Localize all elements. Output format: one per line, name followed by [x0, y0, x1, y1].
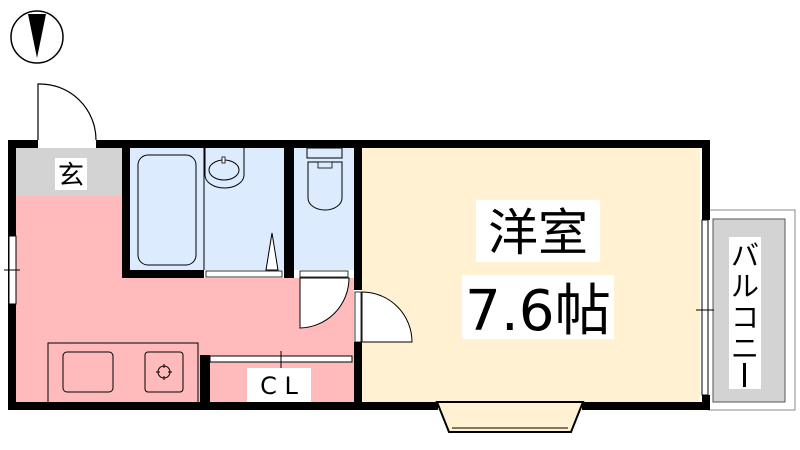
balcony-label-char: ニ	[731, 332, 759, 365]
room-size: 7.6帖	[465, 279, 611, 344]
toilet-icon	[306, 147, 343, 211]
balcony-label-char: ー	[731, 363, 759, 396]
balcony-label-char: バ	[731, 239, 759, 272]
toilet-door-frame	[299, 270, 349, 278]
north-compass-icon	[10, 10, 64, 64]
closet-door	[209, 351, 353, 368]
room-name: 洋室	[488, 204, 588, 262]
balcony-label-bar	[743, 363, 746, 387]
balcony-label-char: ル	[731, 270, 759, 303]
stove-icon	[144, 351, 184, 393]
door-stopper-icon	[265, 232, 279, 271]
entrance-door	[37, 83, 97, 141]
entrance-label: 玄	[58, 161, 84, 191]
kitchen-counter	[47, 342, 199, 402]
room-door	[361, 291, 413, 343]
balcony-label-char: コ	[731, 301, 759, 334]
toilet-door	[299, 277, 350, 329]
sink-icon	[62, 351, 114, 393]
bathtub-icon	[137, 154, 197, 266]
bay-window	[435, 401, 585, 433]
left-window	[4, 235, 20, 305]
washbasin-icon	[204, 148, 245, 189]
balcony-label: バ ル コ ニ ー	[731, 239, 759, 396]
bathroom-door	[205, 270, 283, 278]
closet-label: C L	[260, 372, 298, 400]
balcony	[707, 209, 796, 411]
balcony-window	[696, 219, 714, 396]
